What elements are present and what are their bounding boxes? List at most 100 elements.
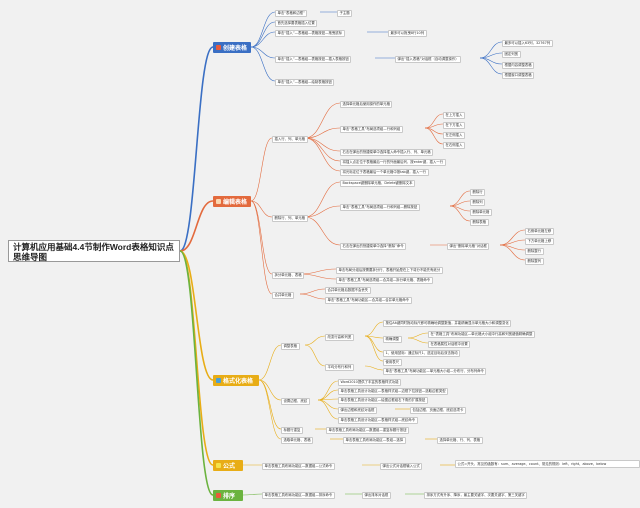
node[interactable]: Backspace键删除单元格、Delete键删除文本 — [340, 180, 416, 187]
connector-line — [304, 344, 326, 367]
node[interactable]: 改变行高和列宽 — [325, 334, 354, 341]
node[interactable]: 选取单元格、表格 — [281, 437, 314, 444]
node[interactable]: 单击“插入”—表格组—绘制表格按钮 — [275, 79, 335, 86]
node[interactable]: 排序方式有升序、降序，最主要关键字、次要关键字、第三关键字 — [424, 492, 528, 499]
node[interactable]: 删除整行 — [525, 248, 544, 255]
node[interactable]: 调整表格 — [281, 343, 300, 350]
connector-line — [424, 127, 444, 135]
node[interactable]: 单击“表格和边框” — [275, 10, 308, 17]
topic-label: 排序 — [223, 494, 236, 500]
node[interactable]: 包括边框、页面边框、底纹选项卡 — [410, 407, 466, 414]
node[interactable]: 根据内容调整表格 — [502, 62, 535, 69]
topic-label: 创建表格 — [223, 46, 248, 52]
node[interactable]: 将光标定位于表格最后一个单元格中按tab键，插入一行 — [340, 169, 429, 176]
node[interactable]: 单击表格工具设计功能区—表格样式组—底纹命令 — [338, 417, 418, 424]
node[interactable]: 1、使用鼠标：通过标尺1、选定目标后双击拖动 — [383, 350, 461, 357]
node[interactable]: 最多可以插入63列，32767列 — [502, 40, 553, 47]
node[interactable]: 固定列宽 — [502, 51, 521, 58]
topic-formula[interactable]: 公式 — [213, 460, 243, 471]
node[interactable]: 平均分布行和列 — [325, 364, 354, 371]
connector-line — [258, 344, 282, 381]
node[interactable]: 单击表格工具设计功能区—表格样式组—边框下拉按钮—选取边框类型 — [338, 388, 449, 395]
node[interactable]: 根据窗口调整表格 — [502, 72, 535, 79]
node[interactable]: 单击“插入”—表格组—表格按钮—插入表格按钮 — [275, 56, 352, 63]
topic-create-table[interactable]: 创建表格 — [213, 42, 251, 53]
node[interactable]: 删除单元格 — [470, 209, 492, 216]
node[interactable]: 弹出边框和底纹对话框 — [338, 407, 377, 414]
node[interactable]: 子主题 — [337, 10, 353, 17]
node[interactable]: 单击表格工具布局功能区—表组—选择 — [343, 437, 406, 444]
node[interactable]: 删除行、列、单元格 — [272, 215, 308, 222]
node[interactable]: 单击“插入”—表格组—表格按钮—拖曳鼠标 — [275, 30, 345, 37]
node[interactable]: 弹出“删除单元格”对话框 — [447, 243, 490, 250]
connector-line — [299, 288, 326, 295]
connector-line — [299, 293, 326, 300]
node[interactable]: 单击表格工具布局功能区—数据组—排序命令 — [262, 492, 335, 499]
node[interactable]: 单击表格工具布局功能区—数据组—重复标题行按钮 — [326, 427, 409, 434]
connector-line — [304, 335, 326, 346]
node[interactable]: Word2010提供了丰富的表格样式功能 — [338, 379, 402, 386]
node[interactable]: 在上方插入 — [443, 112, 465, 119]
node[interactable]: 单击“表格工具”布局选项组—行和列组 — [340, 126, 403, 133]
node[interactable]: 单击“表格工具”布局功能区—单元格大小组—分布行、分布列命令 — [383, 368, 487, 375]
node[interactable]: 弹出“插入表格”对话框（自动调整操作） — [395, 56, 462, 63]
topic-sort[interactable]: 排序 — [213, 490, 243, 501]
node[interactable]: 设置边框、底纹 — [281, 398, 310, 405]
node[interactable]: 首先选择要表格插入位置 — [275, 20, 318, 27]
node[interactable]: 在“表格工具”布局功能区—单元格大小组中行高和列宽键值精确调整 — [428, 331, 535, 338]
connector-line — [304, 127, 341, 139]
node[interactable]: 单击表格工具布局功能区—数据组—公式命令 — [262, 463, 335, 470]
node[interactable]: 弹出排序对话框 — [362, 492, 391, 499]
node[interactable]: 合并单元格 — [272, 292, 294, 299]
connector-line — [317, 389, 339, 401]
root-topic[interactable]: 计算机应用基础4.4节制作Word表格知识点思维导图 — [8, 240, 180, 262]
node[interactable]: 删除行 — [470, 189, 486, 196]
connector-line — [179, 250, 214, 466]
node[interactable]: 拆分单元格、表格 — [272, 272, 305, 279]
node[interactable]: 选择单元格后使用操作的单元格 — [340, 101, 393, 108]
node[interactable]: 右侧单元格左移 — [525, 228, 554, 235]
node[interactable]: 删除表格 — [470, 219, 489, 226]
node[interactable]: 单击“表格工具”布局选项组—合并组—拆分单元格、表格命令 — [336, 277, 433, 284]
node[interactable]: 删除列 — [470, 199, 486, 206]
node[interactable]: 最多可以拖曳8行10列 — [388, 30, 427, 37]
connector-line — [179, 200, 214, 252]
node[interactable]: 精确调整 — [383, 336, 402, 343]
connector-line — [479, 57, 503, 65]
node[interactable]: 单击表格工具设计功能区—绘图边框组右下角的扩展按钮 — [338, 397, 428, 404]
node[interactable]: 插入行、列、单元格 — [272, 136, 308, 143]
connector-line — [364, 365, 384, 371]
sort-icon — [216, 493, 221, 498]
node[interactable]: 合并单元格后数据不会丢失 — [325, 287, 371, 294]
node[interactable]: 删除整列 — [525, 258, 544, 265]
node[interactable]: 单击“表格工具”布局功能区—合并组—合并单元格命令 — [325, 297, 412, 304]
connector-line — [250, 21, 276, 48]
node[interactable]: 右击在弹出的快捷菜单中选择插入命令插入行、列、单元格 — [340, 149, 434, 156]
node[interactable]: 单击布局分组后按需要拆分行、表格开始是在上下将分不能先有纸分 — [336, 267, 443, 274]
node[interactable]: 下方单元格上移 — [525, 238, 554, 245]
connector-line — [364, 335, 384, 362]
connector-line — [250, 46, 276, 59]
topic-label: 编辑表格 — [223, 200, 248, 206]
connector-line — [179, 250, 214, 496]
node[interactable]: 选择单元格、行、列、表格 — [437, 437, 483, 444]
connector-line — [304, 216, 341, 246]
node[interactable]: 在左侧插入 — [443, 132, 465, 139]
node[interactable]: 单击“表格工具”布局选项组—行和列组—删除按钮 — [340, 204, 420, 211]
node[interactable]: 标题行重复 — [281, 427, 303, 434]
node[interactable]: 在下方插入 — [443, 122, 465, 129]
node[interactable]: 使用表尺 — [383, 359, 402, 366]
connector-line — [317, 399, 339, 420]
connector-line — [304, 137, 341, 162]
node[interactable]: 按住Alt键同时拖动标尺即可精确地调整数值，并能精确显示单元格大小和调整变化 — [383, 320, 512, 327]
connector-line — [364, 335, 384, 353]
node[interactable]: 右击在弹出的快捷菜单中选择“删除”命令 — [340, 243, 407, 250]
topic-edit-table[interactable]: 编辑表格 — [213, 196, 251, 207]
node[interactable]: 弹出公式对话框输入公式 — [380, 463, 423, 470]
connector-line — [179, 250, 214, 381]
node[interactable]: 公式=开头，常见的函数有：sum、average、count、常见的规则：lef… — [455, 460, 640, 469]
node[interactable]: 在右侧插入 — [443, 142, 465, 149]
node[interactable]: 将插入点定位于表格最后一行的外面最后列，按enter键，插入一行 — [340, 159, 446, 166]
node[interactable]: 在表格属性对话框中设置 — [428, 341, 471, 348]
topic-format-table[interactable]: 格式化表格 — [213, 375, 259, 386]
